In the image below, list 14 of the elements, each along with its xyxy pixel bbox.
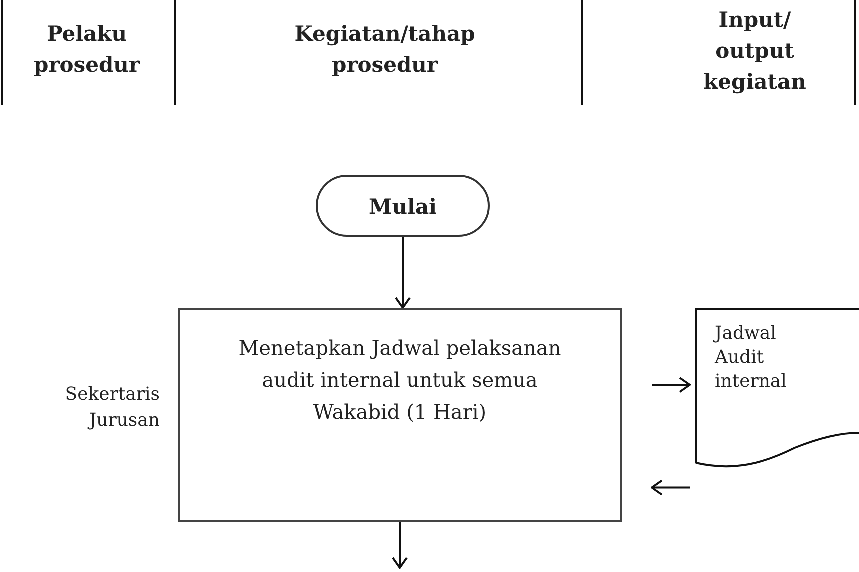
arrow: [652, 377, 691, 394]
process-box: [178, 308, 622, 522]
document-shape: [695, 308, 859, 468]
column-header: Pelaku prosedur: [33, 20, 142, 79]
document-label: Jadwal Audit internal: [715, 322, 788, 394]
arrow: [395, 237, 411, 309]
arrow: [392, 522, 408, 569]
start-terminator: [316, 175, 490, 237]
terminator-label: Mulai: [368, 194, 438, 218]
process-label: Menetapkan Jadwal pelaksanan audit internal untuk semua Wakabid (1 Hari): [238, 335, 562, 426]
column-header: Kegiatan/tahap prosedur: [294, 20, 476, 79]
column-header: Input/ output kegiatan: [702, 6, 808, 96]
actor-label: Sekertaris Jurusan: [64, 383, 160, 433]
arrow: [651, 480, 690, 496]
